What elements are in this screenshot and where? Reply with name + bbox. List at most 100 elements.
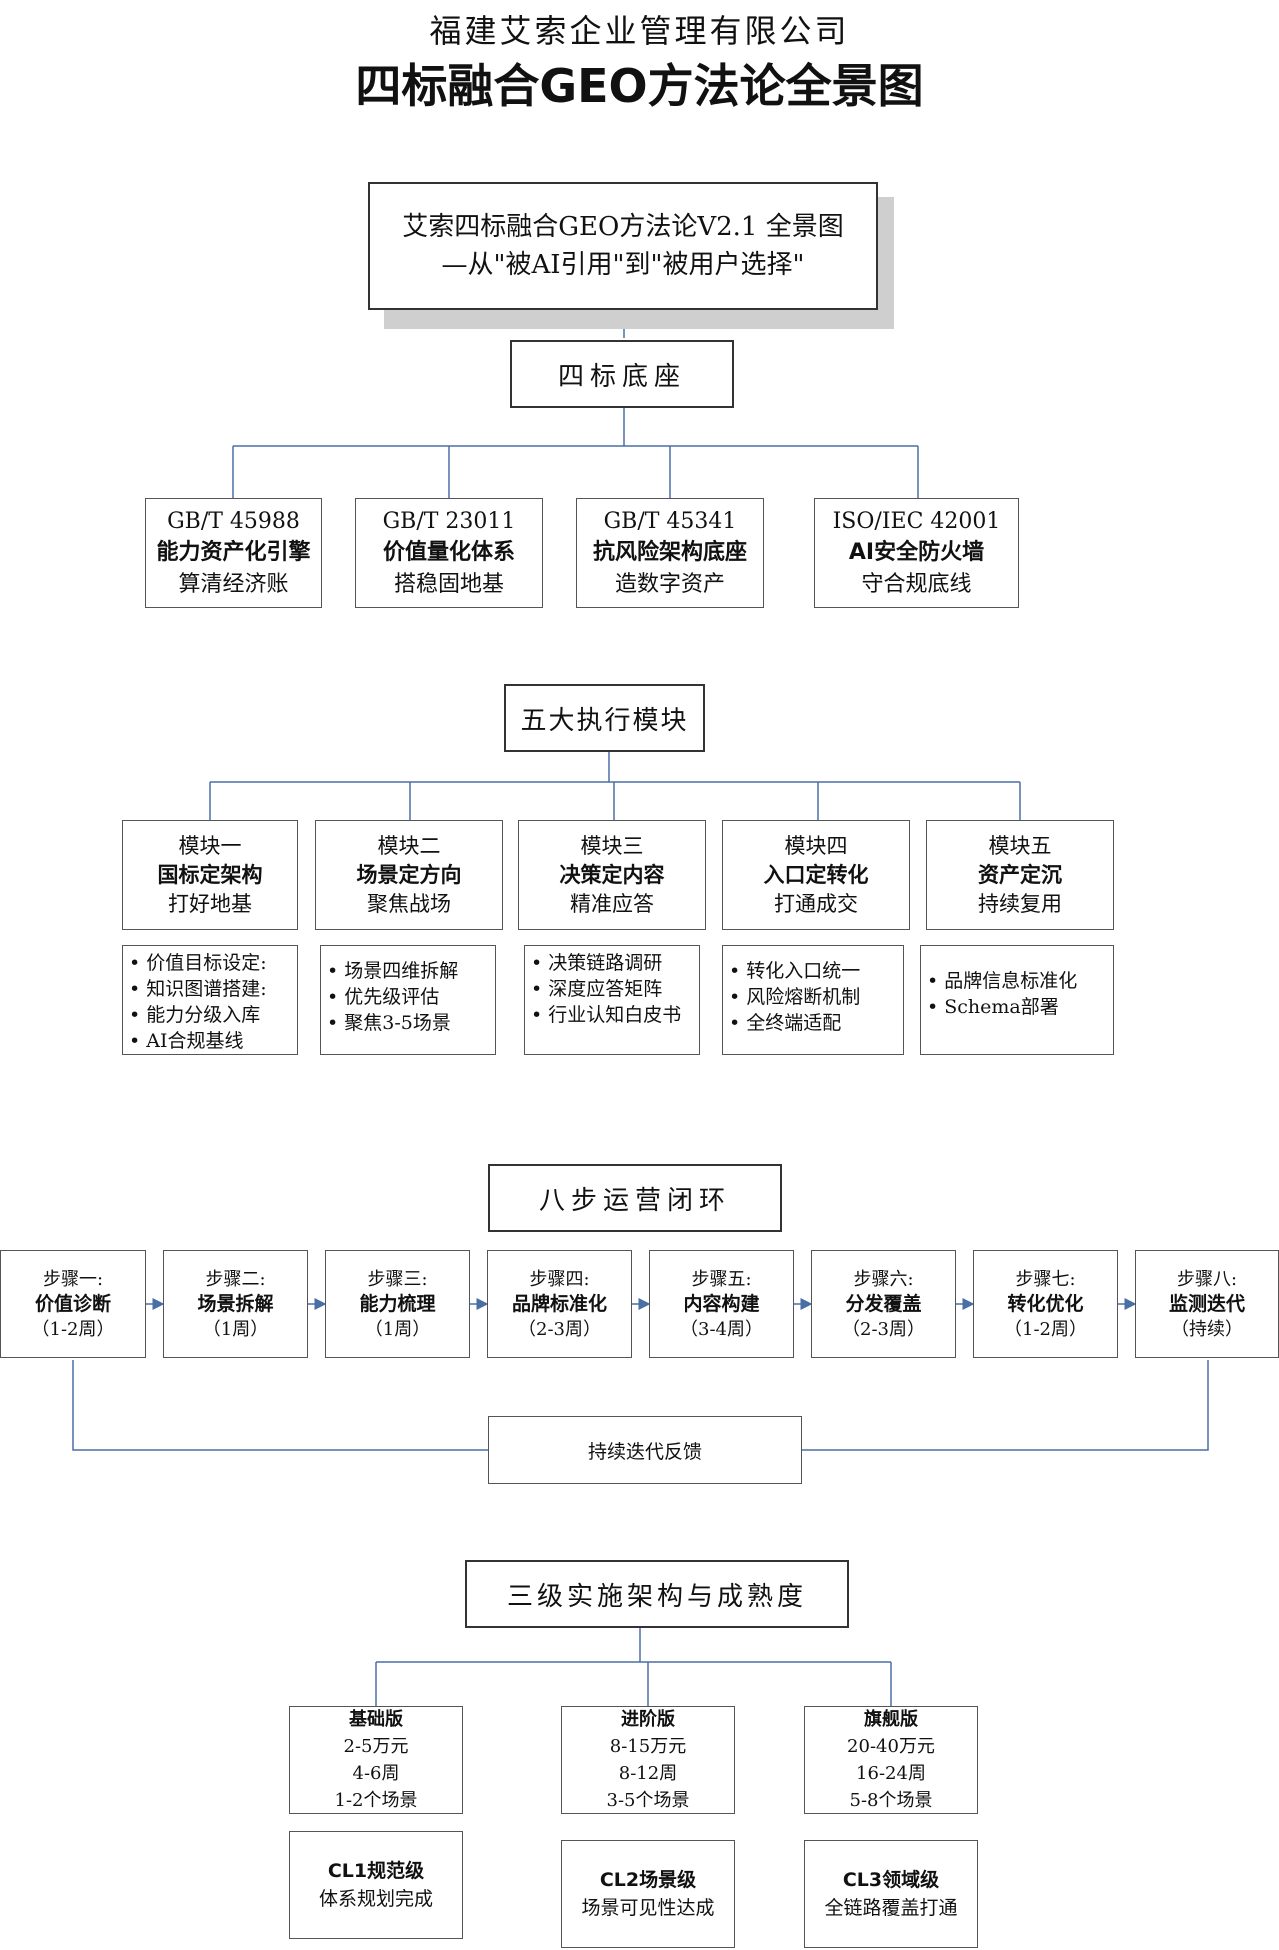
tier-weeks: 8-12周 [618,1763,678,1784]
step-name: 价值诊断 [34,1292,111,1315]
standard-name: 能力资产化引擎 [156,539,311,565]
bullet-item: • 全终端适配 [729,1012,842,1034]
step-card: 步骤三: 能力梳理 （1周） [325,1250,470,1358]
tier-scenes: 3-5个场景 [606,1790,690,1811]
foundation-item: GB/T 45988 能力资产化引擎 算清经济账 [145,498,322,608]
tier-name: 旗舰版 [864,1709,918,1730]
module-card: 模块三 决策定内容 精准应答 [518,820,706,930]
module-desc: 精准应答 [570,891,654,916]
module-desc: 打通成交 [774,891,858,916]
module-label: 模块五 [988,833,1052,858]
maturity-card: CL3领域级 全链路覆盖打通 [804,1840,978,1948]
step-card: 步骤八: 监测迭代 （持续） [1135,1250,1279,1358]
module-bullets: • 价值目标设定: • 知识图谱搭建: • 能力分级入库 • AI合规基线 [122,945,298,1055]
module-desc: 持续复用 [978,891,1062,916]
step-card: 步骤一: 价值诊断 （1-2周） [0,1250,146,1358]
maturity-result: 场景可见性达成 [581,1897,715,1919]
standard-code: GB/T 23011 [382,508,516,534]
tier-scenes: 1-2个场景 [334,1790,418,1811]
maturity-level: CL3领域级 [842,1869,940,1891]
maturity-level: CL2场景级 [599,1869,697,1891]
step-name: 转化优化 [1007,1292,1084,1315]
step-name: 品牌标准化 [511,1292,607,1315]
modules-heading: 五大执行模块 [504,684,705,752]
foundation-heading: 四标底座 [510,340,734,408]
step-time: （1-2周） [31,1318,115,1340]
banner-line1: 艾索四标融合GEO方法论V2.1 全景图 [402,212,844,242]
maturity-card: CL1规范级 体系规划完成 [289,1831,463,1939]
standard-code: GB/T 45988 [167,508,300,534]
standard-desc: 算清经济账 [178,571,289,597]
tier-weeks: 16-24周 [856,1763,926,1784]
step-time: （1周） [364,1318,431,1340]
step-label: 步骤八: [1176,1268,1238,1290]
step-card: 步骤二: 场景拆解 （1周） [163,1250,308,1358]
bullet-item: • 决策链路调研 [531,952,663,974]
tier-card: 基础版 2-5万元 4-6周 1-2个场景 [289,1706,463,1814]
bullet-item: • 品牌信息标准化 [927,970,1078,992]
step-name: 内容构建 [683,1292,760,1315]
banner-line2: —从"被AI引用"到"被用户选择" [441,250,805,280]
step-time: （1-2周） [1004,1318,1087,1340]
standard-desc: 搭稳固地基 [393,571,504,597]
module-desc: 打好地基 [168,891,252,916]
module-bullets: • 决策链路调研 • 深度应答矩阵 • 行业认知白皮书 [524,945,700,1055]
module-card: 模块五 资产定沉 持续复用 [926,820,1114,930]
bullet-item: • 能力分级入库 [129,1004,261,1026]
feedback-box: 持续迭代反馈 [488,1416,802,1484]
step-name: 监测迭代 [1168,1292,1245,1315]
maturity-result: 全链路覆盖打通 [824,1897,958,1919]
tier-scenes: 5-8个场景 [849,1790,933,1811]
module-bullets: • 转化入口统一 • 风险熔断机制 • 全终端适配 [722,945,904,1055]
tier-price: 8-15万元 [609,1736,687,1757]
bullet-item: • Schema部署 [927,996,1059,1018]
tiers-heading: 三级实施架构与成熟度 [465,1560,849,1628]
standard-name: 抗风险架构底座 [592,539,747,565]
step-label: 步骤三: [367,1268,428,1290]
step-card: 步骤七: 转化优化 （1-2周） [973,1250,1118,1358]
module-label: 模块二 [377,833,441,858]
bullet-item: • 深度应答矩阵 [531,978,663,1000]
bullet-item: • 优先级评估 [327,986,440,1008]
bullet-item: • 行业认知白皮书 [531,1004,682,1026]
module-label: 模块三 [580,833,644,858]
standard-name: 价值量化体系 [382,539,515,565]
step-time: （2-3周） [842,1318,925,1340]
bullet-item: • 转化入口统一 [729,960,861,982]
module-name: 资产定沉 [978,862,1062,887]
module-name: 国标定架构 [157,862,263,887]
module-bullets: • 品牌信息标准化 • Schema部署 [920,945,1114,1055]
tier-card: 旗舰版 20-40万元 16-24周 5-8个场景 [804,1706,978,1814]
step-time: （持续） [1171,1318,1243,1340]
maturity-level: CL1规范级 [327,1860,425,1882]
step-label: 步骤四: [529,1268,590,1290]
steps-heading: 八步运营闭环 [488,1164,782,1232]
module-card: 模块四 入口定转化 打通成交 [722,820,910,930]
tier-name: 基础版 [349,1709,403,1730]
standard-desc: 守合规底线 [861,571,972,597]
module-card: 模块一 国标定架构 打好地基 [122,820,298,930]
module-desc: 聚焦战场 [367,891,451,916]
banner-box: 艾索四标融合GEO方法论V2.1 全景图 —从"被AI引用"到"被用户选择" [368,182,878,310]
tier-price: 20-40万元 [847,1736,935,1757]
module-name: 场景定方向 [356,862,462,887]
step-name: 场景拆解 [197,1292,274,1315]
tier-card: 进阶版 8-15万元 8-12周 3-5个场景 [561,1706,735,1814]
step-label: 步骤六: [853,1268,914,1290]
module-bullets: • 场景四维拆解 • 优先级评估 • 聚焦3-5场景 [320,945,496,1055]
foundation-item: GB/T 45341 抗风险架构底座 造数字资产 [576,498,764,608]
step-card: 步骤五: 内容构建 （3-4周） [649,1250,794,1358]
bullet-item: • 风险熔断机制 [729,986,861,1008]
company-name: 福建艾索企业管理有限公司 [429,12,850,50]
standard-code: ISO/IEC 42001 [832,508,1001,534]
bullet-item: • 知识图谱搭建: [129,978,267,1000]
step-label: 步骤七: [1015,1268,1076,1290]
tier-name: 进阶版 [621,1709,675,1730]
module-name: 入口定转化 [763,862,869,887]
step-label: 步骤五: [691,1268,752,1290]
standard-desc: 造数字资产 [614,571,725,597]
step-label: 步骤一: [42,1268,104,1290]
step-name: 能力梳理 [359,1292,436,1315]
step-name: 分发覆盖 [845,1292,922,1315]
